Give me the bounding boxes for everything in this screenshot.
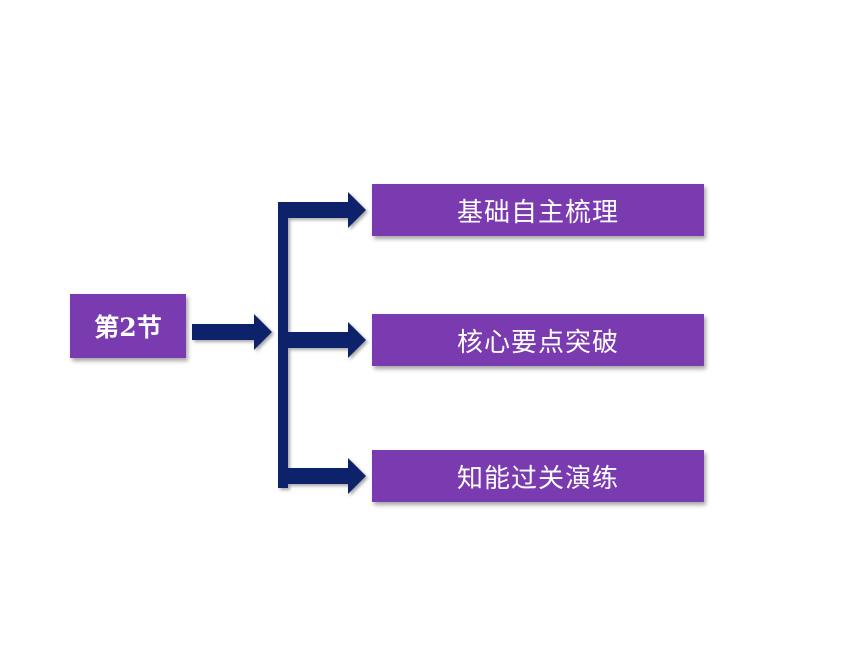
branch-arrow-3 [286, 458, 366, 494]
item-box-key-points[interactable]: 核心要点突破 [372, 314, 704, 366]
branch-arrow-1 [286, 192, 366, 228]
item-label: 基础自主梳理 [456, 197, 619, 228]
item-box-basic-review[interactable]: 基础自主梳理 [372, 184, 704, 236]
item-box-exercises[interactable]: 知能过关演练 [372, 450, 704, 502]
section-title-label: 第2节 [94, 313, 162, 342]
item-label: 核心要点突破 [456, 327, 619, 358]
bracket-bar [278, 202, 288, 488]
item-label: 知能过关演练 [456, 463, 619, 494]
main-arrow [192, 314, 272, 350]
branch-arrow-2 [286, 322, 366, 358]
section-title-box[interactable]: 第2节 [70, 294, 186, 358]
